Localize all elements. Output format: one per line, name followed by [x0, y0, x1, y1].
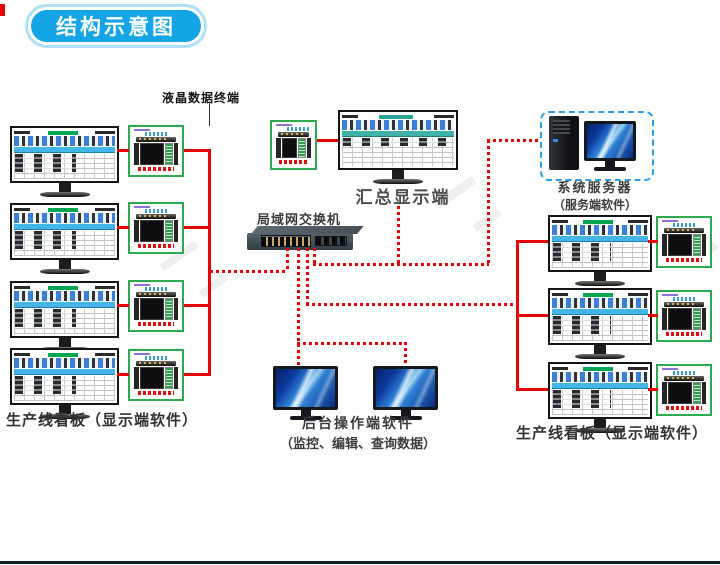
- lcd-terminal-box-right-2: [656, 290, 712, 342]
- connector-line-dotted: [487, 139, 540, 142]
- connector-line-solid: [648, 240, 658, 243]
- production-monitor-left-4: [10, 348, 119, 419]
- connector-line-solid: [519, 388, 548, 391]
- kanban-left-label: 生产线看板（显示端软件）: [6, 412, 199, 429]
- lcd-terminal-box-right-1: [656, 216, 712, 268]
- connector-line-solid: [117, 226, 129, 229]
- lan-switch-label: 局域网交换机: [257, 212, 342, 227]
- connector-line-solid: [317, 139, 338, 142]
- server-dashed-box: [540, 111, 654, 181]
- server-monitor: [584, 121, 636, 171]
- connector-line-dotted: [404, 342, 407, 367]
- connector-line-solid: [184, 226, 209, 229]
- kanban-screen: [10, 348, 119, 405]
- summary-monitor: [338, 110, 458, 184]
- connector-line-dotted: [397, 206, 400, 264]
- connector-line-solid: [184, 304, 209, 307]
- lan-switch-device: [247, 224, 359, 252]
- production-monitor-left-3: [10, 281, 119, 352]
- lcd-terminal-pointer-line: [209, 102, 210, 126]
- summary-display-label: 汇总显示端: [355, 188, 451, 207]
- kanban-right-label: 生产线看板（显示端软件）: [516, 425, 709, 442]
- operator-monitor-screen: [373, 366, 438, 410]
- server-labels: 系统服务器 （服务端软件）: [538, 177, 652, 213]
- kanban-screen: [548, 215, 652, 272]
- summary-kanban-screen: [338, 110, 458, 170]
- connector-line-solid: [117, 304, 129, 307]
- connector-line-solid: [519, 314, 548, 317]
- operator-monitor-2: [373, 366, 438, 420]
- network-bus-right: [516, 240, 519, 391]
- kanban-screen: [10, 203, 119, 260]
- connector-line-solid: [117, 149, 129, 152]
- lcd-terminal-box-left-4: [128, 349, 184, 401]
- lcd-terminal-box-left-3: [128, 280, 184, 332]
- connector-line-dotted: [286, 248, 289, 272]
- kanban-screen: [10, 126, 119, 183]
- connector-line-dotted: [306, 248, 309, 305]
- production-monitor-left-1: [10, 126, 119, 197]
- backend-software-labels: 后台操作端软件 （监控、编辑、查询数据）: [250, 413, 466, 452]
- server-monitor-screen: [584, 121, 636, 161]
- connector-line-dotted: [297, 248, 300, 367]
- connector-line-solid: [117, 373, 129, 376]
- kanban-screen: [10, 281, 119, 338]
- connector-line-solid: [184, 149, 209, 152]
- connector-line-dotted: [313, 263, 489, 266]
- switch-uplink-ports: [315, 236, 347, 246]
- watermark-stroke: [198, 274, 228, 298]
- server-subtitle: （服务端软件）: [552, 198, 637, 212]
- backend-software-title: 后台操作端软件: [302, 415, 414, 431]
- connector-line-dotted: [210, 270, 288, 273]
- lcd-terminal-label: 液晶数据终端: [162, 91, 241, 105]
- kanban-screen: [548, 288, 652, 345]
- connector-line-solid: [648, 314, 658, 317]
- lcd-terminal-box-left-2: [128, 202, 184, 254]
- connector-line-dotted: [306, 303, 517, 306]
- production-monitor-right-3: [548, 362, 652, 433]
- server-title: 系统服务器: [557, 180, 633, 195]
- operator-monitor-screen: [273, 366, 338, 410]
- connector-line-dotted: [313, 248, 316, 265]
- operator-monitor-1: [273, 366, 338, 420]
- page-edge-mark: [0, 4, 5, 16]
- server-tower: [549, 116, 579, 170]
- lcd-terminal-box-right-3: [656, 364, 712, 416]
- kanban-screen: [548, 362, 652, 419]
- backend-software-subtitle: （监控、编辑、查询数据）: [279, 436, 436, 451]
- production-monitor-right-2: [548, 288, 652, 359]
- connector-line-dotted: [487, 140, 490, 264]
- connector-line-solid: [519, 240, 548, 243]
- title-badge: 结构示意图: [28, 7, 204, 45]
- page-bottom-divider: [0, 561, 720, 564]
- summary-terminal-box: [270, 120, 317, 170]
- page-title: 结构示意图: [56, 16, 176, 39]
- network-bus-left: [208, 149, 211, 376]
- lcd-terminal-box-left-1: [128, 125, 184, 177]
- connector-line-solid: [184, 373, 209, 376]
- connector-line-solid: [648, 388, 658, 391]
- production-monitor-left-2: [10, 203, 119, 274]
- production-monitor-right-1: [548, 215, 652, 286]
- switch-port-block: [261, 235, 311, 247]
- connector-line-dotted: [297, 342, 407, 345]
